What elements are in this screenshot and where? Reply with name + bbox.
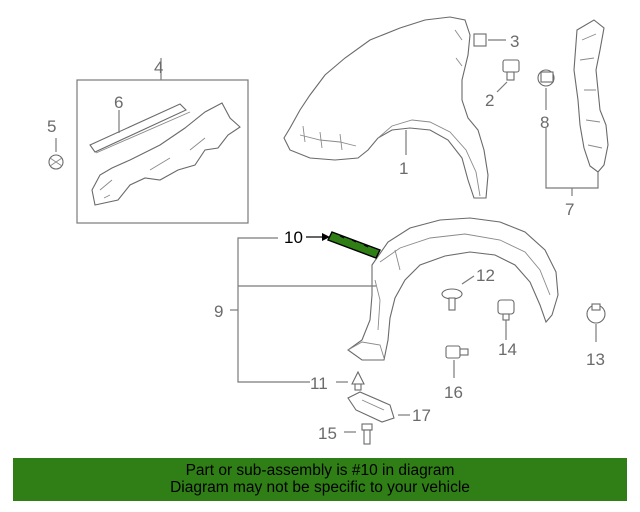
part-8-clip-shape[interactable] [537, 69, 555, 110]
callout-4: 4 [154, 58, 163, 77]
callout-8: 8 [540, 113, 549, 132]
part-12-clip-shape[interactable] [441, 275, 475, 311]
callout-3: 3 [510, 32, 519, 51]
highlight-notice-banner: Part or sub-assembly is #10 in diagram D… [13, 458, 627, 501]
callout-5: 5 [47, 117, 56, 136]
part-4-seal-shape[interactable] [91, 102, 241, 206]
part-17-bracket-shape[interactable] [347, 391, 410, 423]
callout-16: 16 [444, 383, 463, 402]
part-14-grommet-shape[interactable] [497, 299, 515, 340]
callout-15: 15 [318, 424, 337, 443]
callout-10: 10 [284, 228, 303, 247]
part-6-strip-shape[interactable] [89, 103, 187, 153]
banner-line-1: Part or sub-assembly is #10 in diagram [185, 462, 455, 479]
callout-1: 1 [399, 159, 408, 178]
callout-6: 6 [114, 93, 123, 112]
part-16-bolt-shape[interactable] [445, 345, 469, 378]
part-2-bolt-shape[interactable] [496, 59, 520, 93]
callout-17: 17 [412, 406, 431, 425]
callout-7: 7 [565, 200, 574, 219]
callout-2: 2 [485, 91, 494, 110]
part-4-assembly-box [76, 58, 249, 224]
part-9-liner-shape[interactable] [347, 217, 559, 361]
part-3-shape[interactable] [473, 33, 506, 47]
callout-9: 9 [214, 302, 223, 321]
banner-line-2: Diagram may not be specific to your vehi… [170, 479, 470, 496]
callout-13: 13 [586, 350, 605, 369]
part-10-highlighted-shape[interactable] [306, 231, 381, 259]
part-7-bracket-shape[interactable] [545, 19, 609, 196]
part-13-grommet-shape[interactable] [586, 303, 606, 342]
part-1-fender-shape[interactable] [283, 16, 489, 199]
parts-diagram: 1 2 3 4 5 6 7 8 9 10 11 12 13 14 15 16 1… [47, 16, 609, 445]
callout-12: 12 [476, 266, 495, 285]
callout-11: 11 [310, 374, 328, 393]
callout-14: 14 [498, 340, 517, 359]
part-11-clip-shape[interactable] [336, 370, 365, 391]
part-5-clip-shape[interactable] [48, 138, 64, 170]
part-15-bolt-shape[interactable] [344, 423, 373, 445]
